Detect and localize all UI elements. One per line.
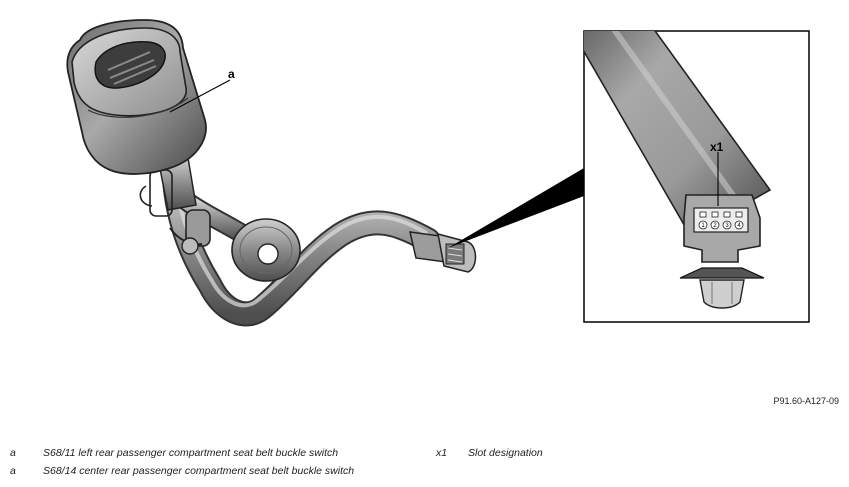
legend-text: S68/11 left rear passenger compartment s… [43, 447, 339, 459]
legend: a S68/11 left rear passenger compartment… [0, 440, 849, 484]
connector-pin-2: 2 [710, 220, 720, 230]
pin-1-label: 1 [701, 223, 705, 229]
connector-pin-3: 3 [722, 220, 732, 230]
zoom-projection [448, 168, 584, 248]
callout-a-label: a [228, 67, 235, 81]
pin-4-label: 4 [737, 223, 741, 229]
callout-a: a [169, 67, 235, 113]
mounting-eyelet [231, 218, 301, 282]
legend-text: S68/14 center rear passenger compartment… [43, 465, 355, 477]
legend-row-3: x1 Slot designation [430, 447, 630, 461]
legend-row-1: a S68/11 left rear passenger compartment… [0, 447, 420, 461]
callout-x1-label: x1 [710, 140, 724, 154]
legend-row-2: a S68/14 center rear passenger compartme… [0, 465, 420, 479]
figure-id: P91.60-A127-09 [773, 396, 839, 406]
pin-2-label: 2 [713, 223, 717, 229]
connector-pin-4: 4 [734, 220, 744, 230]
legend-text: Slot designation [468, 447, 543, 459]
seat-belt-buckle [66, 19, 207, 175]
pin-3-label: 3 [725, 223, 729, 229]
legend-key: a [10, 447, 16, 459]
main-cable [162, 172, 441, 327]
legend-key: x1 [436, 447, 448, 459]
connector-pin-1: 1 [698, 220, 708, 230]
zoom-detail-view: 1 2 3 4 x1 [583, 30, 810, 323]
seat-belt-buckle-diagram: a 1 2 3 4 [66, 19, 810, 327]
legend-key: a [10, 465, 16, 477]
harness-connector [409, 231, 477, 273]
buckle-neck [139, 157, 211, 255]
